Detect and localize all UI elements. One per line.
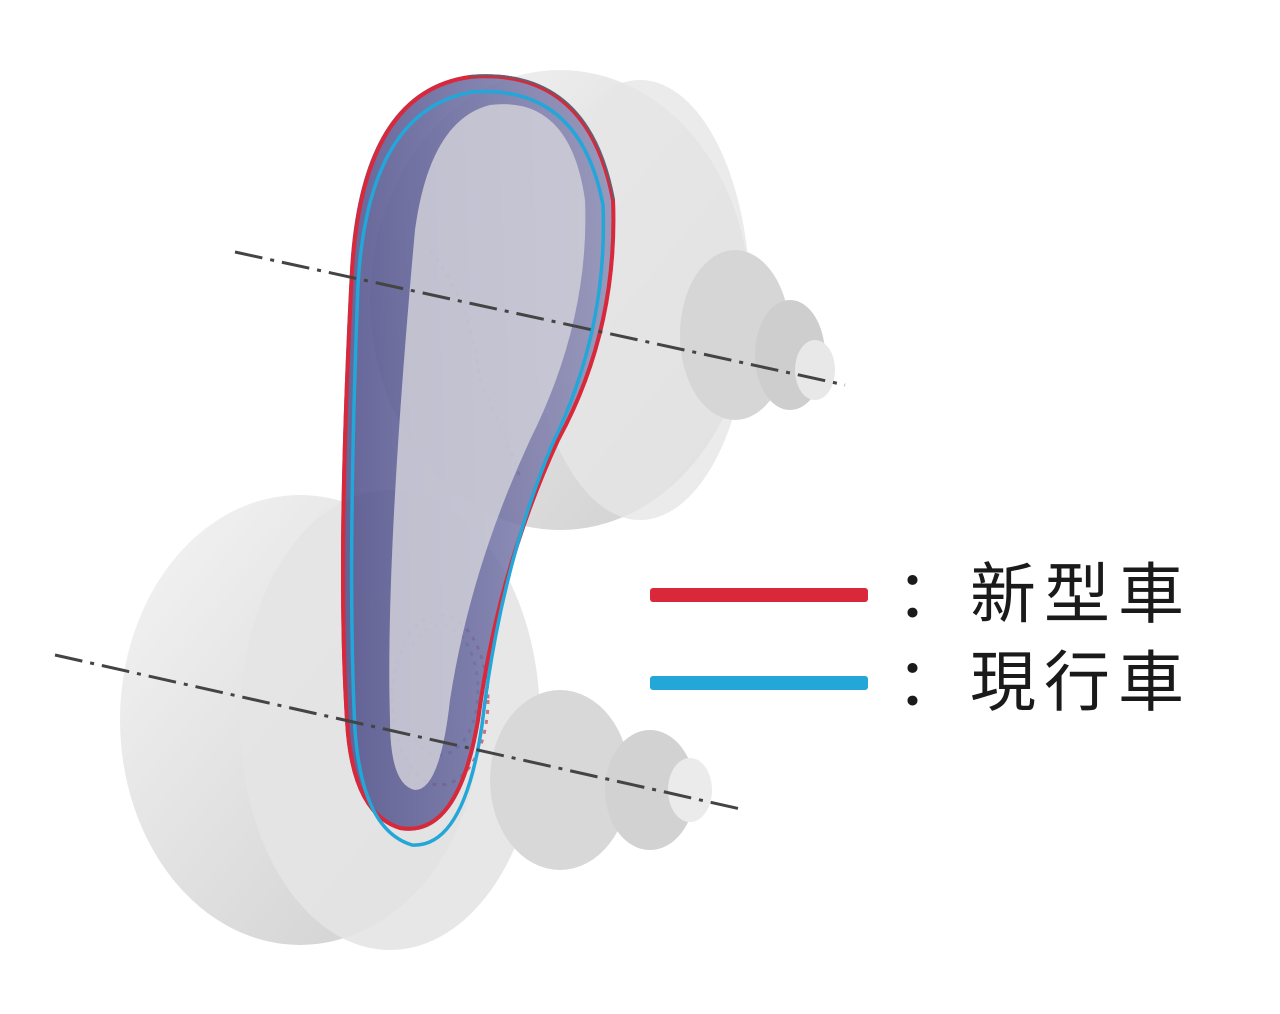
legend-item-current-model: ：現行車 bbox=[650, 648, 1250, 718]
legend-swatch-red bbox=[650, 588, 868, 602]
legend-label-current-model: ：現行車 bbox=[896, 644, 1192, 721]
legend-label-new-model: ：新型車 bbox=[896, 556, 1192, 633]
legend-swatch-blue bbox=[650, 676, 868, 690]
axis-centerlines bbox=[54, 250, 846, 812]
legend-item-new-model: ：新型車 bbox=[650, 560, 1250, 630]
belt bbox=[341, 74, 616, 847]
current-model-belt-outline bbox=[349, 89, 606, 847]
